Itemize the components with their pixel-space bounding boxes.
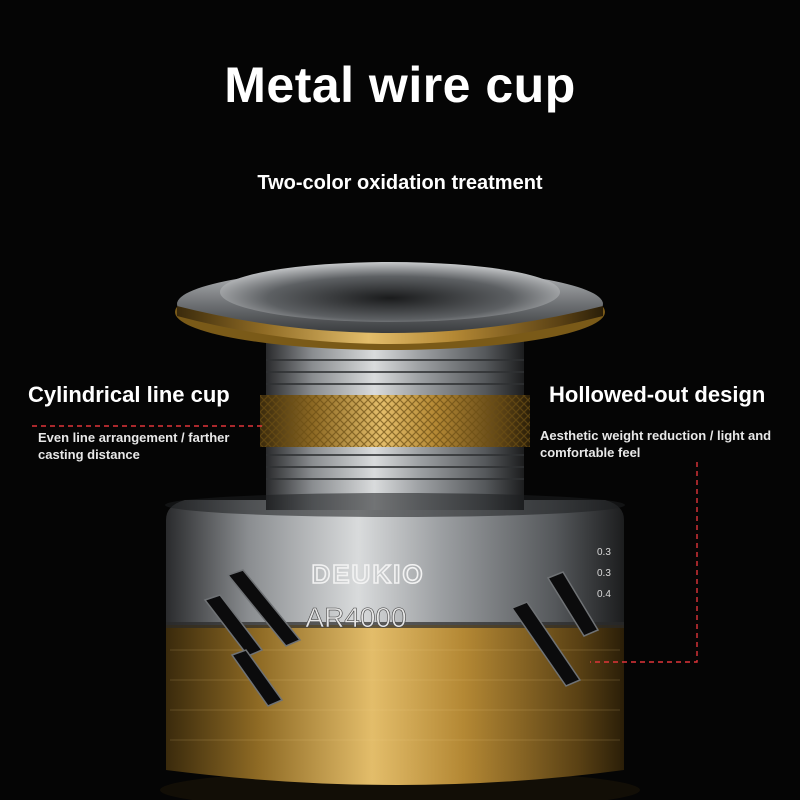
page-title: Metal wire cup	[224, 57, 576, 113]
model-label: AR4000	[305, 602, 406, 633]
svg-text:0.3: 0.3	[597, 547, 611, 558]
feature-desc-left: Even line arrangement / farther casting …	[38, 430, 230, 462]
page-subtitle: Two-color oxidation treatment	[257, 172, 543, 194]
hollow-slots-right	[510, 571, 600, 687]
svg-text:0.3: 0.3	[597, 568, 611, 579]
feature-title-left: Cylindrical line cup	[28, 382, 230, 407]
svg-text:0.4: 0.4	[597, 589, 611, 600]
spool-side-marks: 0.3 0.3 0.4	[597, 547, 611, 600]
feature-desc-right: Aesthetic weight reduction / light and c…	[540, 428, 772, 460]
spool-skirt-silver	[166, 500, 624, 640]
brand-logo: DEUKIO	[311, 559, 424, 589]
spool-skirt-gold	[166, 625, 624, 785]
leader-line-right	[590, 462, 698, 663]
feature-title-right: Hollowed-out design	[549, 382, 766, 407]
hollow-slots-left	[203, 569, 302, 707]
cup-opening	[220, 262, 560, 322]
